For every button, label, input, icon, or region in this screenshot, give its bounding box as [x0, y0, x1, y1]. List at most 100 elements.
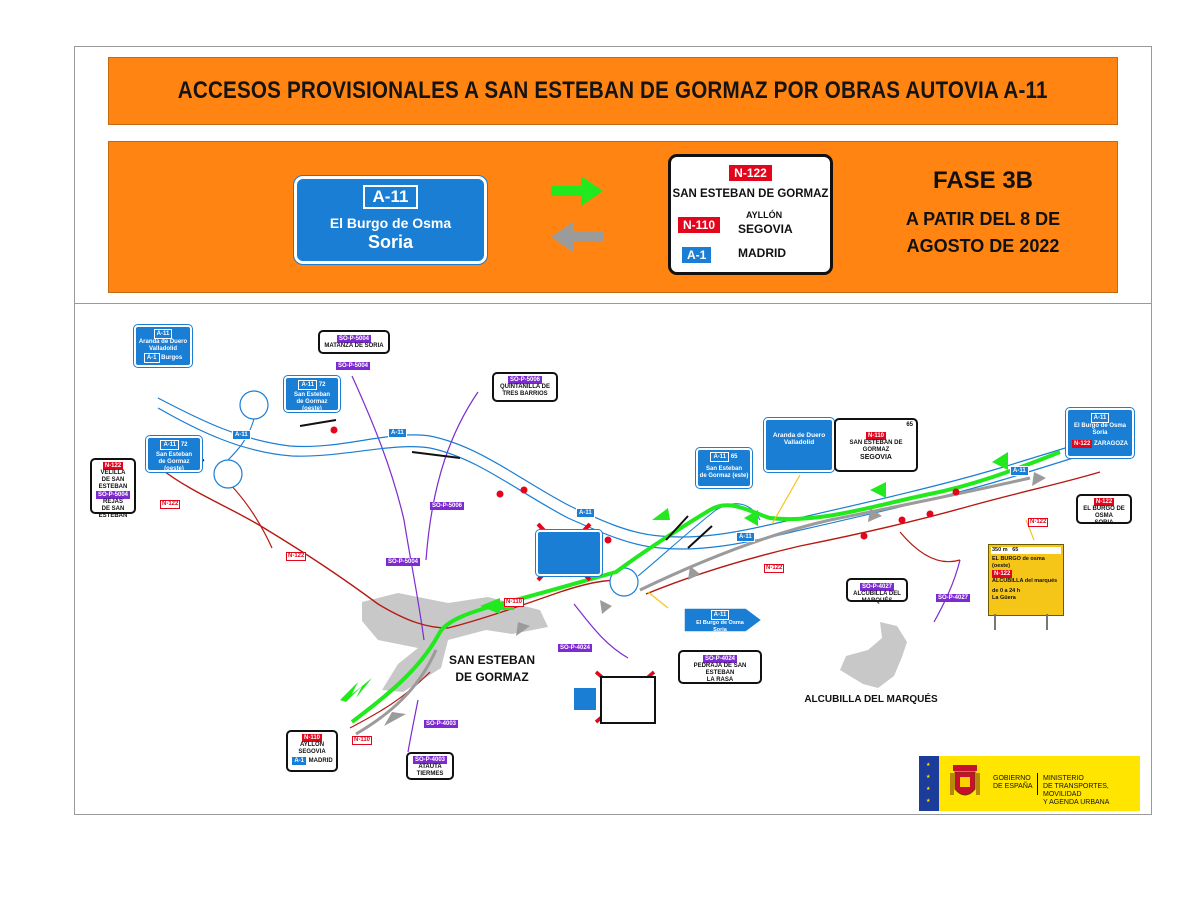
panel-l4: ALCUBILLA del marqués — [992, 578, 1058, 584]
panel-l1: EL BURGO de osma — [992, 556, 1045, 562]
place-san-esteban: SAN ESTEBAN DE GORMAZ — [440, 652, 544, 686]
grey-route — [355, 649, 438, 736]
closure-marker — [604, 536, 612, 544]
sign-nw: A-11 Aranda de Duero Valladolid A-1 Burg… — [133, 324, 193, 368]
overhead-l2: Valladolid — [783, 439, 815, 446]
title-banner: ACCESOS PROVISIONALES A SAN ESTEBAN DE G… — [108, 57, 1118, 125]
tag-p4003: SO-P-4003 — [424, 720, 459, 728]
tag-n122: N-122 — [286, 552, 307, 561]
legend-arrows — [551, 176, 603, 252]
pedraja-l1: PEDRAJA DE SAN ESTEBAN — [693, 663, 747, 676]
exit65-l2: de Gormaz (este) — [699, 473, 749, 479]
a11-sign-line2: Soria — [367, 232, 414, 252]
n122-road-east-branch — [899, 531, 961, 563]
tag-p5004: SO-P-5004 — [336, 362, 371, 370]
burgo-n122: N-122 — [1093, 498, 1115, 506]
n122-road-mid — [225, 479, 273, 549]
exit72b-l2: de Gormaz (oeste) — [158, 459, 190, 472]
place-san-esteban-line1: SAN ESTEBAN — [448, 653, 535, 667]
barrier — [299, 419, 337, 427]
tag-a11: A-11 — [388, 428, 407, 438]
overhead-l1: Aranda de Duero — [772, 432, 826, 439]
ayllon-n110: N-110 — [301, 734, 322, 742]
sign-exit72-a: A-11 72 San Esteban de Gormaz (oeste) — [283, 375, 341, 413]
closure-marker — [926, 510, 934, 518]
exit65-l1: San Esteban — [705, 466, 742, 472]
soria-arrow-sign — [684, 607, 764, 633]
alcubilla-code: SO-P-4027 — [859, 583, 894, 591]
crossed-direction-sign — [600, 676, 656, 724]
tag-p4027: SO-P-4027 — [936, 594, 971, 602]
n110-south-road — [349, 671, 431, 729]
grey-route-east — [639, 476, 1031, 592]
ne-code: A-11 — [1090, 413, 1110, 423]
phase-title: FASE 3B — [932, 167, 1034, 194]
overhead-exit: 65 — [906, 422, 913, 428]
so-p-4024-road — [573, 603, 629, 659]
green-arrow-icon — [992, 452, 1008, 470]
a11-code: A-11 — [362, 185, 419, 209]
ne-l2: Soria — [1092, 430, 1108, 436]
sign-matanza: SO-P-5004 MATANZA DE SORIA — [318, 330, 390, 354]
town-label: SAN ESTEBAN DE GORMAZ — [672, 188, 829, 200]
header-divider — [74, 303, 1152, 304]
closure-marker — [898, 516, 906, 524]
tag-n122: N-122 — [160, 500, 181, 509]
eu-flag-icon: ★★★★ — [919, 756, 939, 811]
n122-road-west — [159, 467, 449, 629]
sign-overhead-right: 65 N-110 SAN ESTEBAN DE GORMAZ SEGOVIA — [834, 418, 918, 472]
green-arrow-icon — [551, 176, 603, 206]
ne-l4: ZARAGOZA — [1094, 441, 1128, 447]
roundabout-w — [213, 459, 243, 489]
velilla-l4: DE SAN ESTEBAN — [98, 506, 128, 519]
grey-arrow-icon — [1032, 472, 1046, 486]
green-arrow-icon — [870, 482, 886, 498]
closure-marker — [520, 486, 528, 494]
sign-atauta: SO-P-4003 ATAUTA TIERMES — [406, 752, 454, 780]
sign-exit-panel: 350 m 65 EL BURGO de osma (oeste) N-122 … — [988, 544, 1064, 616]
atauta-l2: TIERMES — [416, 771, 444, 777]
coat-of-arms-icon — [950, 765, 980, 796]
ayllon-label: AYLLÓN — [746, 210, 783, 220]
velilla-p5004: SO-P-5004 — [95, 491, 130, 499]
green-arrow-icon — [652, 508, 670, 520]
quintanilla-l2: TRES BARRIOS — [502, 391, 548, 397]
tag-p4024: SO-P-4024 — [558, 644, 593, 652]
n122-road-east — [645, 471, 1101, 595]
burgo-l2: SORIA — [1094, 520, 1114, 526]
panel-l5: de 0 a 24 h — [992, 588, 1021, 594]
velilla-l2: DE SAN ESTEBAN — [98, 477, 128, 490]
alcubilla-area — [840, 622, 907, 688]
phase-date: A PATIR DEL 8 DE AGOSTO DE 2022 — [872, 206, 1094, 260]
tag-n122: N-122 — [764, 564, 785, 573]
alcubilla-text: ALCUBILLA DEL MARQUÉS — [853, 591, 901, 604]
sign-exit65: A-11 65 San Esteban de Gormaz (este) — [695, 447, 753, 489]
tag-p5006: SO-P-5006 — [430, 502, 465, 510]
nw-l2: Valladolid — [148, 346, 177, 352]
closure-marker — [496, 490, 504, 498]
phase-date-line2: AGOSTO DE 2022 — [906, 236, 1060, 256]
grey-arrow-icon — [516, 622, 530, 636]
place-alcubilla: ALCUBILLA DEL MARQUÉS — [804, 694, 938, 705]
soria-arrow-text: A-11 El Burgo de Osma Soria — [690, 610, 750, 634]
sign-velilla: N-122 VELILLA DE SAN ESTEBAN SO-P-5004 R… — [90, 458, 136, 519]
sign-overhead-left: Aranda de Duero Valladolid — [763, 417, 835, 473]
matanza-text: MATANZA DE SORIA — [324, 343, 384, 349]
government-logo: ★★★★ GOBIERNO DE ESPAÑA MINISTERIO DE TR… — [919, 756, 1140, 811]
ayllon-l1: AYLLÓN — [299, 742, 325, 748]
panel-post — [994, 614, 996, 630]
quintanilla-l1: QUINTANILLA DE — [500, 384, 550, 390]
ministry-line2: DE TRANSPORTES, MOVILIDAD — [1043, 783, 1109, 798]
panel-l6: La Güera — [992, 595, 1016, 601]
sign-ne: A-11 El Burgo de Osma Soria N-122 ZARAGO… — [1065, 407, 1135, 459]
tag-a11: A-11 — [232, 430, 251, 440]
so-p-5006-road — [425, 391, 479, 561]
nw-code: A-11 — [153, 329, 173, 339]
grey-arrow-icon — [868, 508, 882, 522]
ne-l3: N-122 — [1071, 440, 1093, 448]
grey-arrow-icon — [384, 712, 406, 726]
pedraja-code: SO-P-4024 — [702, 655, 737, 663]
closure-marker — [330, 426, 338, 434]
ramp-nw — [227, 418, 255, 461]
velilla-l1: VELILLA — [100, 470, 126, 476]
